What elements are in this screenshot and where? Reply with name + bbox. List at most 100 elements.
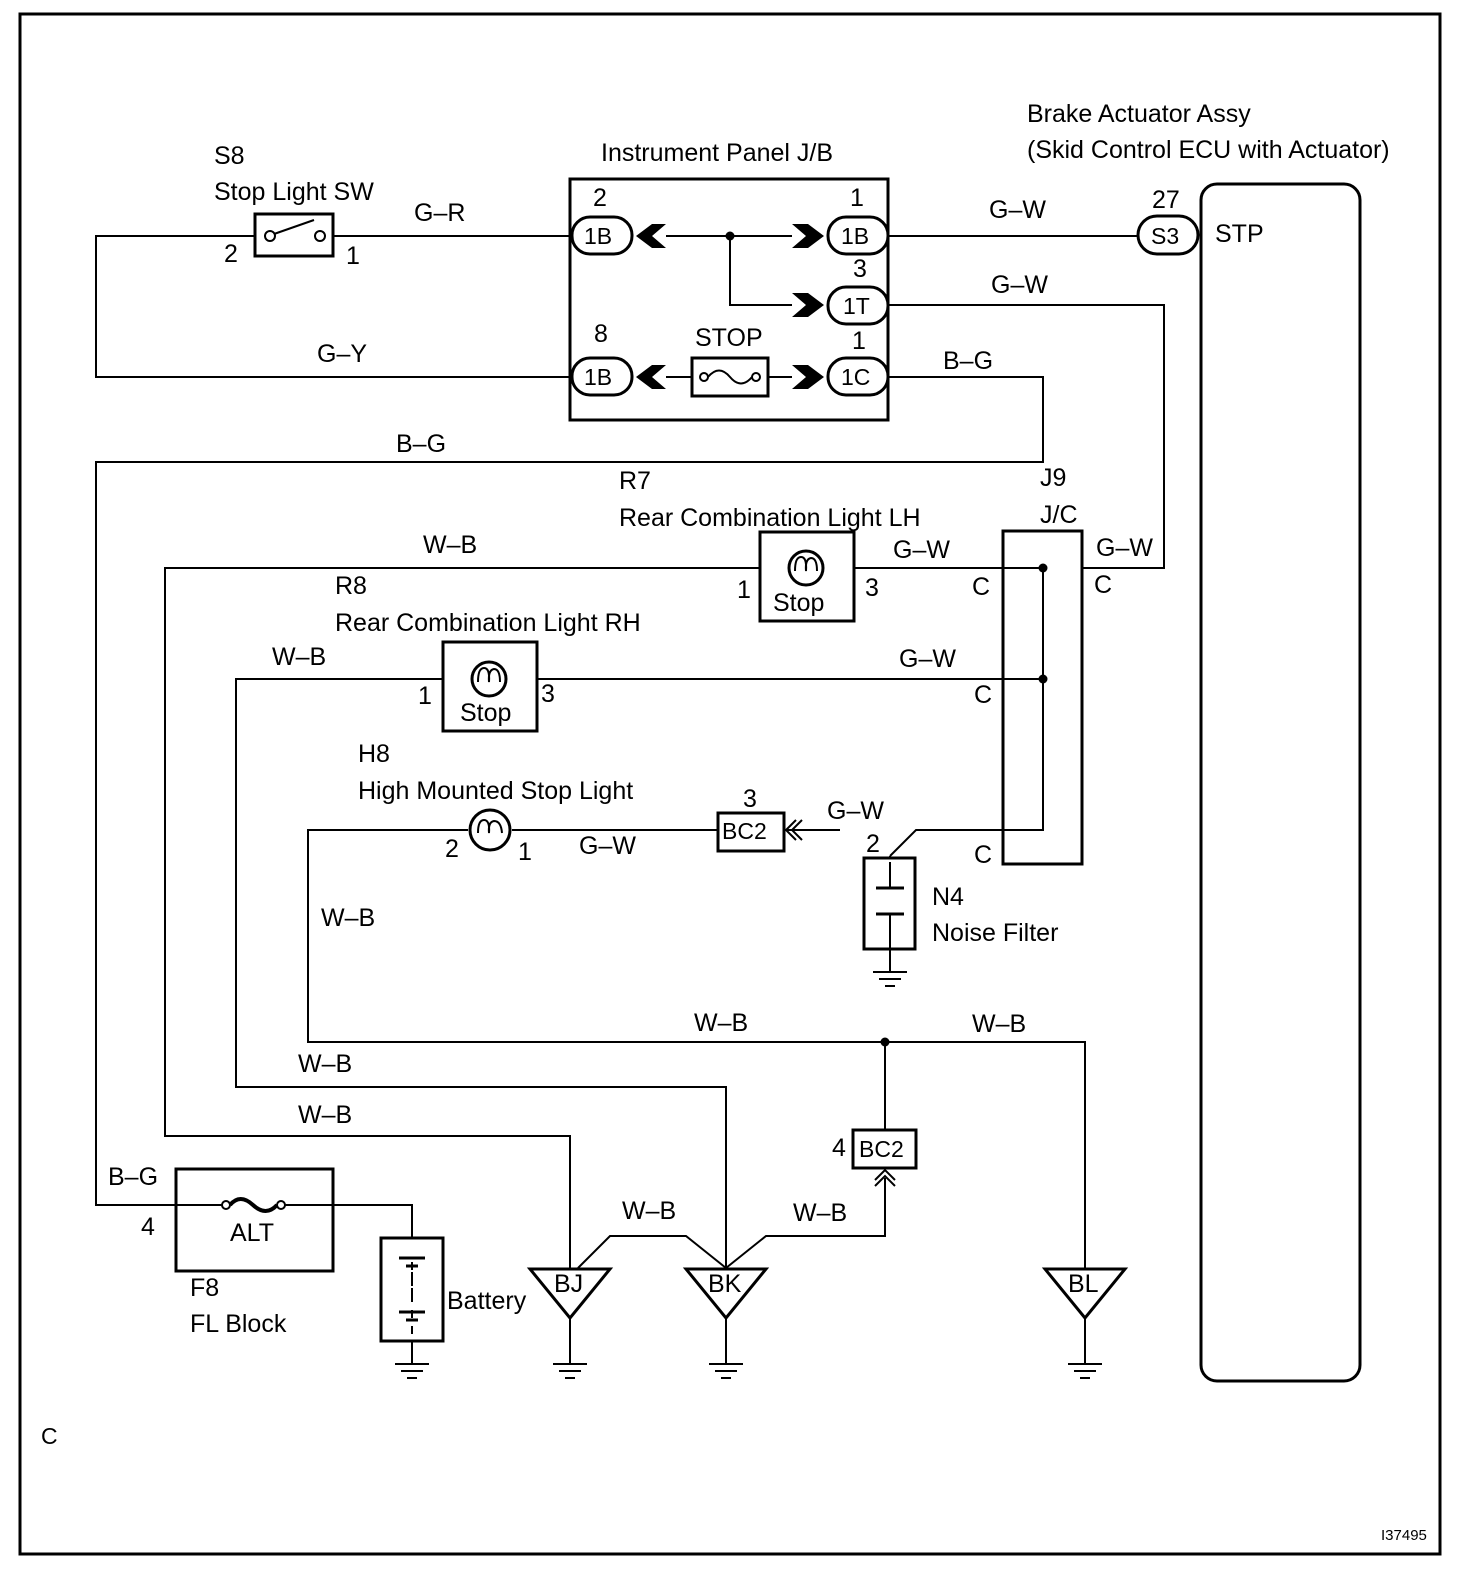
jc-c4: C bbox=[974, 841, 992, 869]
ground-bl-label: BL bbox=[1068, 1270, 1099, 1298]
wire-wb-6-label: W–B bbox=[298, 1050, 352, 1078]
brake-actuator-ecu bbox=[1199, 182, 1362, 1383]
ground-points bbox=[526, 1267, 1129, 1379]
ground-bl bbox=[1041, 1267, 1129, 1321]
noise-filter-n4 bbox=[862, 856, 917, 987]
jb-branch bbox=[729, 236, 792, 306]
wire-gw-2-label: G–W bbox=[991, 271, 1048, 299]
junction-dots bbox=[725, 231, 1048, 1047]
jb-conn-1b-c: 1B bbox=[584, 364, 612, 390]
wire-bg bbox=[95, 376, 1044, 1206]
f8-id: F8 bbox=[190, 1274, 219, 1302]
h8-id: H8 bbox=[358, 740, 390, 768]
labels: S8 Stop Light SW 2 1 G–R Instrument Pane… bbox=[41, 100, 1427, 1544]
wire-wb-8-label: W–B bbox=[622, 1197, 676, 1225]
wire-gr-label: G–R bbox=[414, 199, 465, 227]
r7-pin3: 3 bbox=[865, 574, 879, 602]
figure-id: I37495 bbox=[1381, 1527, 1427, 1544]
ecu-connector-s3 bbox=[1136, 214, 1200, 256]
bc2-connector-lower bbox=[851, 1128, 918, 1187]
jb-pin-1a: 1 bbox=[850, 184, 864, 212]
wire-wb-1-label: W–B bbox=[423, 531, 477, 559]
s8-id: S8 bbox=[214, 142, 245, 170]
stop-light-switch bbox=[253, 212, 335, 258]
wire-wb-4-label: W–B bbox=[694, 1009, 748, 1037]
r7-stop-text: Stop bbox=[773, 589, 824, 617]
wire-gw-7-label: G–W bbox=[827, 797, 884, 825]
wire-wb-7-label: W–B bbox=[298, 1101, 352, 1129]
ecu-title-line1: Brake Actuator Assy bbox=[1027, 100, 1251, 128]
wire-gw-5-label: G–W bbox=[899, 645, 956, 673]
wire-gw-6-label: G–W bbox=[579, 832, 636, 860]
wire-wb-2-label: W–B bbox=[272, 643, 326, 671]
n4-pin2: 2 bbox=[866, 830, 880, 858]
corner-c-label: C bbox=[41, 1423, 58, 1449]
wire-wb-r7 bbox=[164, 567, 760, 1268]
wire-gy bbox=[95, 235, 572, 378]
high-mounted-stop-light-bulb bbox=[468, 808, 512, 852]
jb-pin-1b: 1 bbox=[852, 327, 866, 355]
rear-combination-light-lh bbox=[758, 530, 856, 623]
wire-gw-3-label: G–W bbox=[1096, 534, 1153, 562]
r8-name: Rear Combination Light RH bbox=[335, 609, 641, 637]
jb-title: Instrument Panel J/B bbox=[601, 139, 833, 167]
r8-id: R8 bbox=[335, 572, 367, 600]
battery-label: Battery bbox=[447, 1287, 527, 1315]
wire-wb-9-label: W–B bbox=[793, 1199, 847, 1227]
ground-bj-label: BJ bbox=[554, 1270, 583, 1298]
bc2-pin4: 4 bbox=[832, 1134, 846, 1162]
frame-border bbox=[18, 12, 1442, 1556]
r8-stop-text: Stop bbox=[460, 699, 511, 727]
jb-conn-1b-a: 1B bbox=[584, 223, 612, 249]
n4-id: N4 bbox=[932, 883, 964, 911]
h8-pin1: 1 bbox=[518, 838, 532, 866]
jb-conn-1b-b: 1B bbox=[841, 223, 869, 249]
f8-pin4: 4 bbox=[141, 1213, 155, 1241]
r7-pin1: 1 bbox=[737, 576, 751, 604]
wire-gw-1-label: G–W bbox=[989, 196, 1046, 224]
wire-gy-label: G–Y bbox=[317, 340, 367, 368]
jc-c3: C bbox=[974, 681, 992, 709]
ground-bk-label: BK bbox=[708, 1270, 742, 1298]
ground-bj bbox=[526, 1267, 614, 1321]
r8-pin1: 1 bbox=[418, 682, 432, 710]
ecu-term: STP bbox=[1215, 220, 1264, 248]
jb-pin-3: 3 bbox=[853, 255, 867, 283]
j9-name: J/C bbox=[1040, 501, 1078, 529]
stop-fuse bbox=[690, 356, 770, 398]
jc-c2: C bbox=[1094, 571, 1112, 599]
fl-block-f8 bbox=[174, 1167, 335, 1273]
jc-c1: C bbox=[972, 573, 990, 601]
bc2-lower-label: BC2 bbox=[859, 1136, 904, 1162]
h8-name: High Mounted Stop Light bbox=[358, 777, 633, 805]
wire-wb-5-label: W–B bbox=[972, 1010, 1026, 1038]
bc2-pin3: 3 bbox=[743, 785, 757, 813]
ground-bk bbox=[682, 1267, 770, 1321]
ecu-title-line2: (Skid Control ECU with Actuator) bbox=[1027, 136, 1390, 164]
stop-fuse-label: STOP bbox=[695, 324, 763, 352]
f8-name: FL Block bbox=[190, 1310, 287, 1338]
wire-bg-3-label: B–G bbox=[108, 1163, 158, 1191]
r7-name: Rear Combination Light LH bbox=[619, 504, 921, 532]
wire-wb-h8 bbox=[307, 829, 1086, 1268]
r7-id: R7 bbox=[619, 467, 651, 495]
battery bbox=[379, 1236, 445, 1379]
h8-pin2: 2 bbox=[445, 835, 459, 863]
s8-pin1: 1 bbox=[346, 242, 360, 270]
wire-gw-1t bbox=[888, 304, 1165, 569]
wire-bg-2-label: B–G bbox=[396, 430, 446, 458]
n4-name: Noise Filter bbox=[932, 919, 1058, 947]
wires bbox=[95, 235, 1165, 1360]
jb-pin-8: 8 bbox=[594, 320, 608, 348]
wire-bg-1-label: B–G bbox=[943, 347, 993, 375]
bc2-connector-upper bbox=[716, 811, 803, 853]
wire-wb-3-label: W–B bbox=[321, 904, 375, 932]
wire-gw-4-label: G–W bbox=[893, 536, 950, 564]
ecu-conn: S3 bbox=[1151, 223, 1179, 249]
j9-id: J9 bbox=[1040, 464, 1066, 492]
alt-fuse-label: ALT bbox=[230, 1219, 274, 1247]
bc2-upper-label: BC2 bbox=[722, 818, 767, 844]
jb-conn-1t: 1T bbox=[843, 293, 870, 319]
jc-internal bbox=[889, 567, 1044, 857]
